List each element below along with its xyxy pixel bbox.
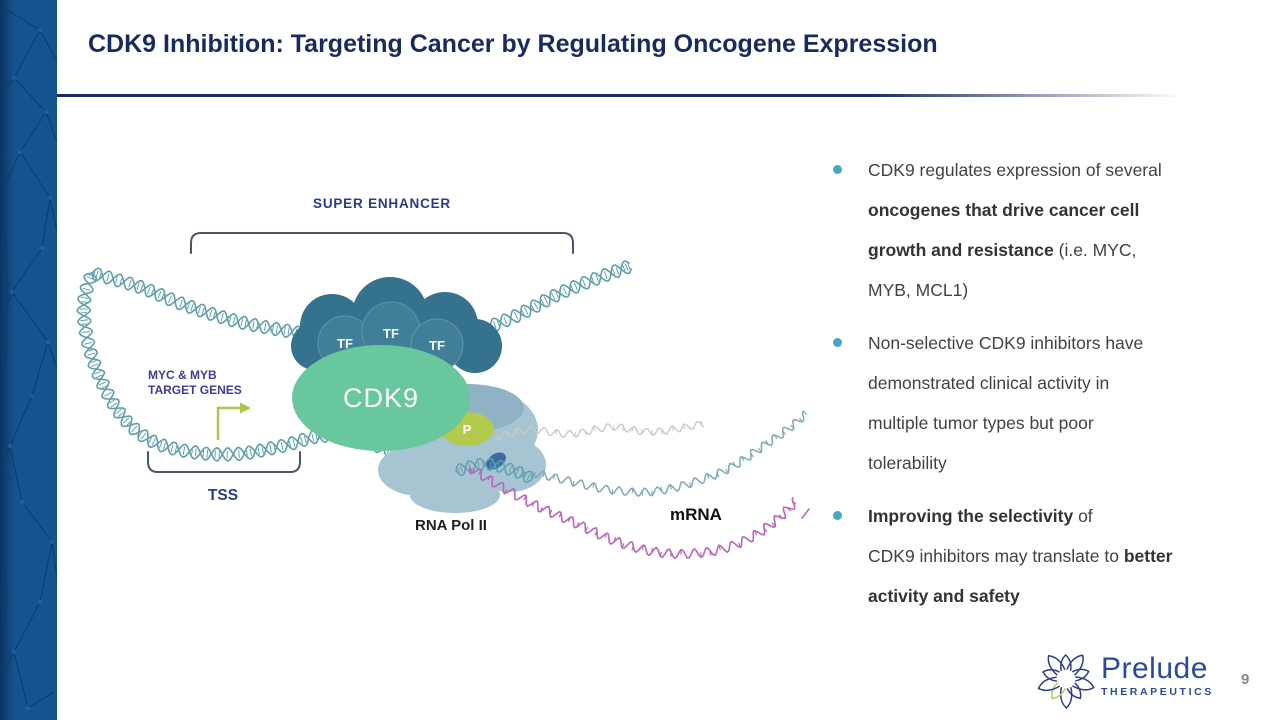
prelude-logo: Prelude THERAPEUTICS	[1101, 653, 1214, 698]
slide-title: CDK9 Inhibition: Targeting Cancer by Reg…	[88, 30, 938, 59]
bullet-item: Non-selective CDK9 inhibitors havedemons…	[820, 323, 1265, 483]
bullet-list: CDK9 regulates expression of severalonco…	[820, 150, 1265, 629]
oncogene-diagram: SUPER ENHANCER MYC & MYB TARGET GENES TS…	[60, 150, 820, 620]
title-underline	[57, 94, 1217, 97]
bullet-dot	[833, 511, 842, 520]
tf-label: TF	[383, 326, 399, 341]
bullet-dot	[833, 165, 842, 174]
tf-label: TF	[429, 338, 445, 353]
bullet-item: CDK9 regulates expression of severalonco…	[820, 150, 1265, 310]
bullet-text: Non-selective CDK9 inhibitors havedemons…	[868, 323, 1263, 483]
phospho-label: P	[463, 422, 472, 437]
bullet-text: Improving the selectivity ofCDK9 inhibit…	[868, 496, 1263, 616]
page-number: 9	[1241, 671, 1249, 688]
bullet-dot	[833, 338, 842, 347]
tf-label: TF	[337, 336, 353, 351]
left-accent-band	[0, 0, 57, 720]
rna-pol-label: RNA Pol II	[415, 517, 487, 534]
mrna-label: mRNA	[670, 505, 722, 524]
cdk9-label: CDK9	[343, 383, 419, 413]
network-pattern-icon	[0, 0, 57, 720]
prelude-starburst-icon	[1034, 647, 1098, 711]
bullet-text: CDK9 regulates expression of severalonco…	[868, 150, 1263, 310]
tss-label: TSS	[208, 487, 238, 504]
super-enhancer-bracket	[191, 233, 573, 253]
brand-name: Prelude	[1101, 653, 1214, 685]
bullet-item: Improving the selectivity ofCDK9 inhibit…	[820, 496, 1265, 616]
myc-myb-label-line2: TARGET GENES	[148, 383, 242, 397]
super-enhancer-label: SUPER ENHANCER	[313, 196, 451, 211]
myc-myb-label-line1: MYC & MYB	[148, 368, 217, 382]
brand-subtitle: THERAPEUTICS	[1101, 686, 1214, 698]
transcription-start-arrow	[218, 403, 251, 441]
